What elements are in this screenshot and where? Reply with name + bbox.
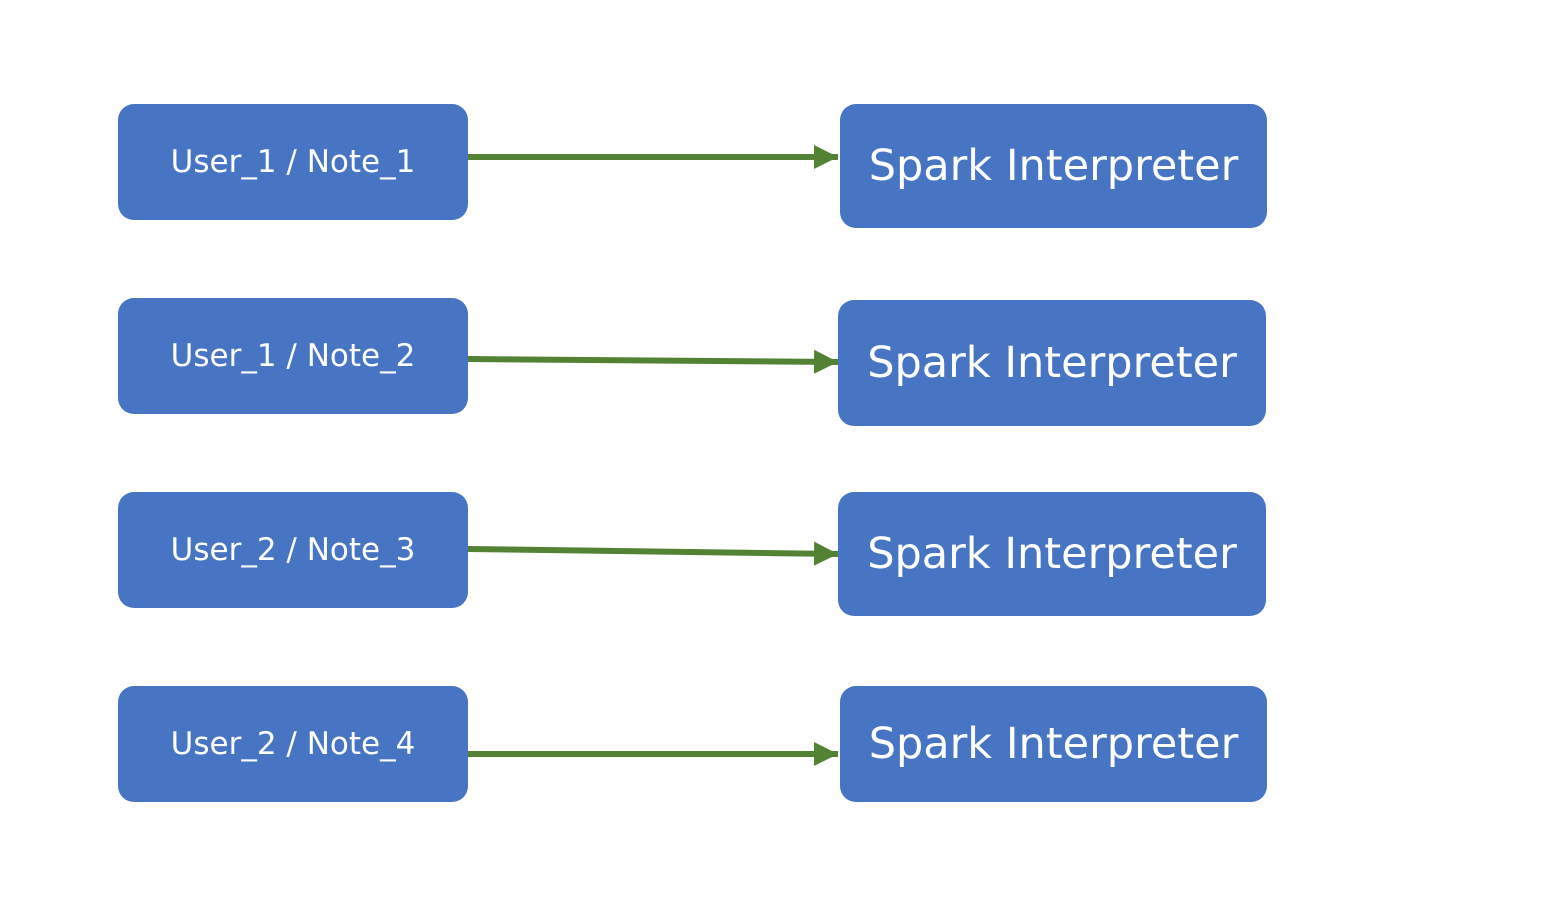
interpreter-label-1: Spark Interpreter (868, 141, 1239, 191)
interpreter-label-2: Spark Interpreter (867, 338, 1237, 388)
note-label-1: User_1 / Note_1 (170, 144, 416, 180)
arrow-3 (467, 541, 839, 566)
note-box-2: User_1 / Note_2 (118, 298, 468, 414)
note-box-3: User_2 / Note_3 (118, 492, 468, 608)
interpreter-box-2: Spark Interpreter (838, 300, 1266, 426)
note-box-1: User_1 / Note_1 (118, 104, 468, 220)
note-label-3: User_2 / Note_3 (170, 532, 416, 568)
note-label-2: User_1 / Note_2 (170, 338, 416, 374)
interpreter-label-4: Spark Interpreter (868, 719, 1239, 769)
interpreter-label-3: Spark Interpreter (867, 529, 1237, 579)
interpreter-box-3: Spark Interpreter (838, 492, 1266, 616)
arrow-2 (467, 349, 839, 374)
note-label-4: User_2 / Note_4 (170, 726, 416, 762)
interpreter-box-4: Spark Interpreter (840, 686, 1267, 802)
note-box-4: User_2 / Note_4 (118, 686, 468, 802)
interpreter-box-1: Spark Interpreter (840, 104, 1267, 228)
